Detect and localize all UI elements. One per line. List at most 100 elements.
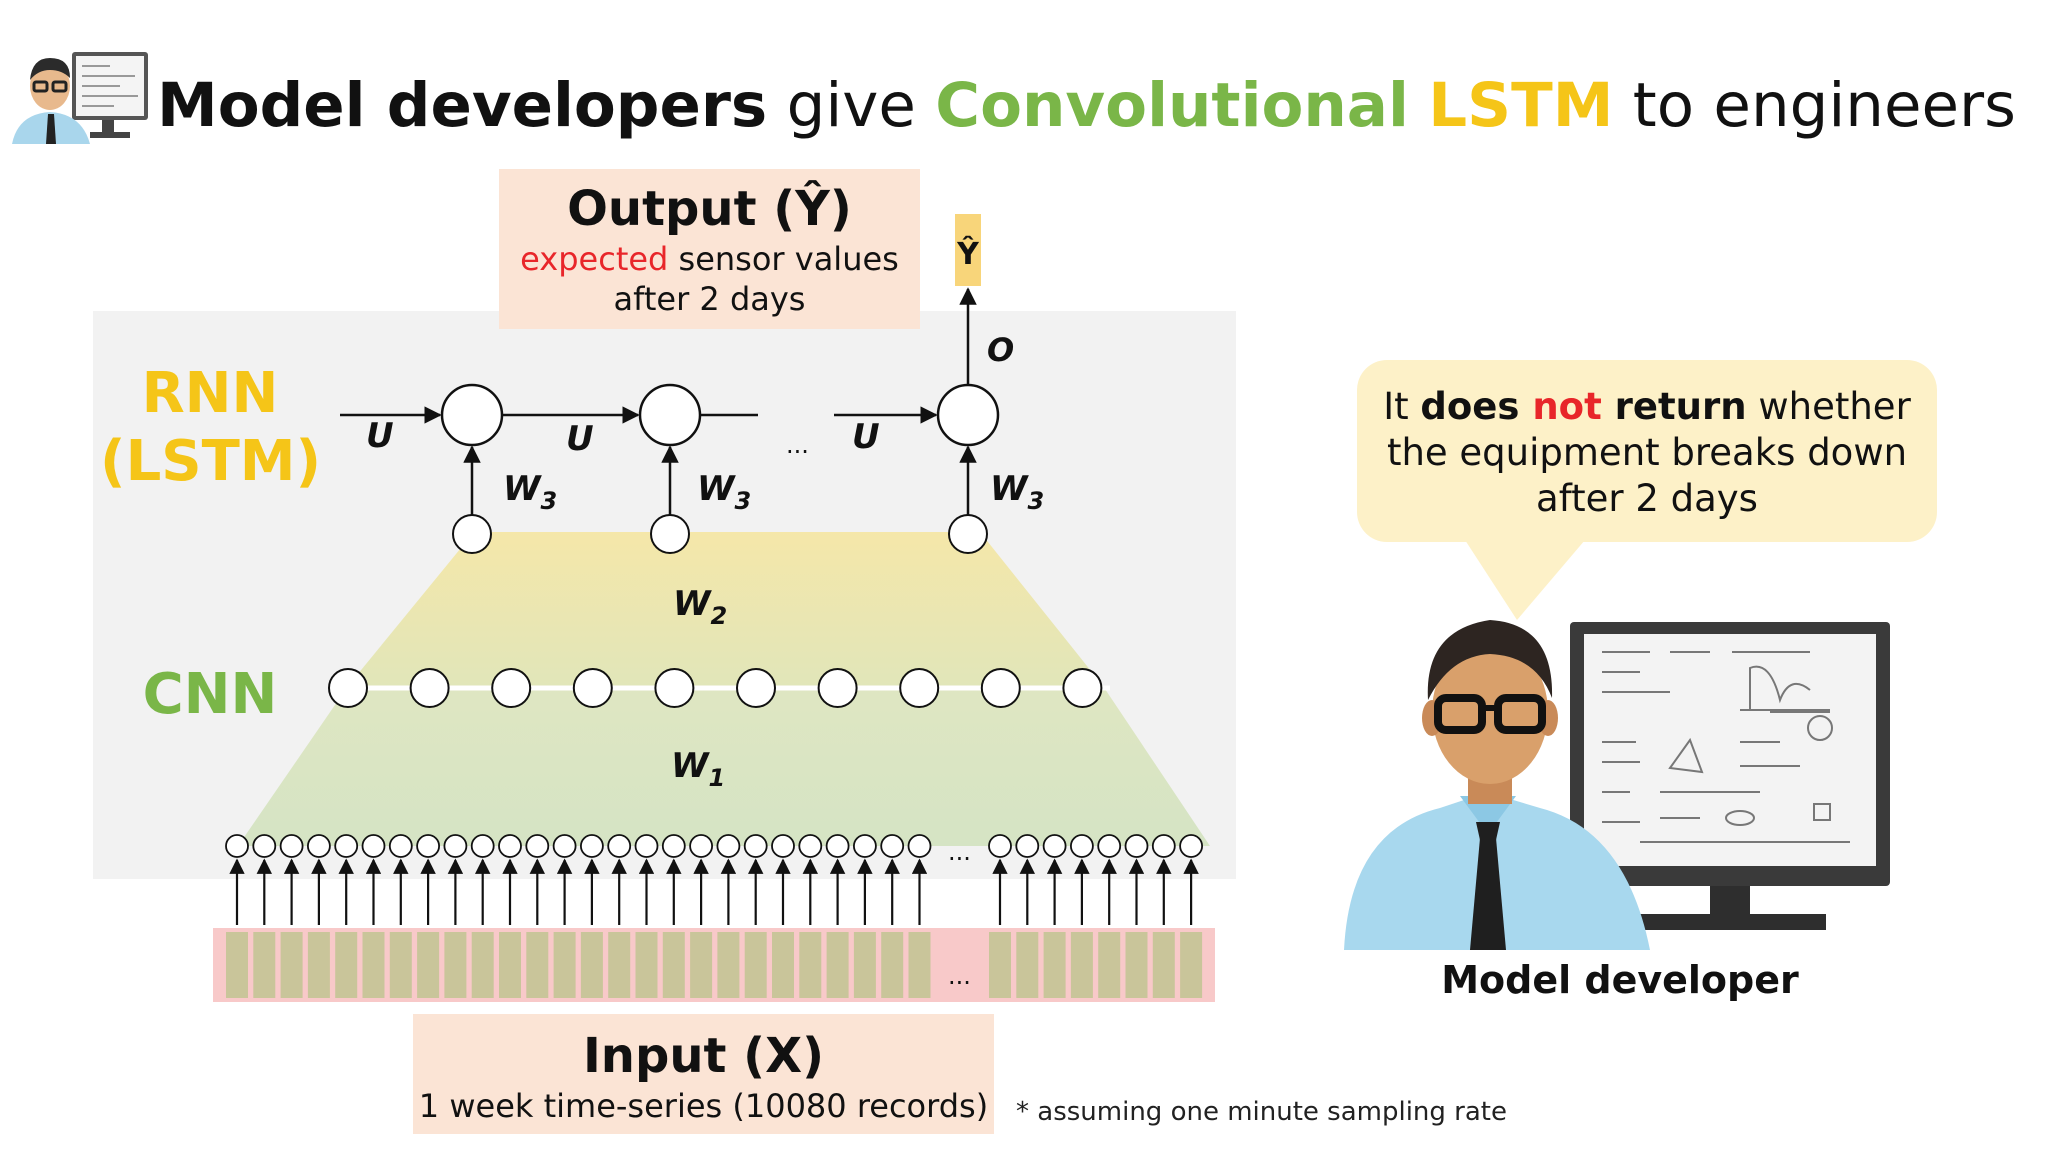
- input-node: [907, 834, 932, 858]
- input-sequence-cell: [226, 932, 248, 998]
- rnn-hidden-node: [936, 383, 1000, 447]
- title-part-give: give: [767, 70, 936, 141]
- rnn-input-node: [948, 514, 988, 554]
- input-node: [470, 834, 495, 858]
- input-node: [388, 834, 413, 858]
- input-sequence-cell: [499, 932, 521, 998]
- cnn-label: CNN: [142, 662, 278, 727]
- rnn-input-node: [452, 514, 492, 554]
- cnn-node: [980, 668, 1021, 708]
- w1-symbol: W1: [671, 746, 725, 792]
- rnn-label-line1: RNN: [141, 361, 279, 426]
- title-part-engineers: to engineers: [1613, 70, 2016, 141]
- developer-caption: Model developer: [1441, 958, 1799, 1002]
- input-sequence-cell: [989, 932, 1011, 998]
- w3-symbol: W3: [990, 469, 1044, 515]
- input-node: [771, 834, 795, 858]
- w3-symbol: W3: [697, 469, 751, 515]
- o-symbol: O: [987, 331, 1014, 369]
- input-node: [416, 834, 441, 858]
- cnn-node: [491, 668, 532, 708]
- cnn-nodes: [328, 668, 1103, 708]
- input-sequence-cell: [853, 932, 876, 998]
- cnn-node: [1062, 668, 1103, 708]
- cnn-node: [654, 668, 695, 708]
- input-node: [825, 834, 850, 858]
- input-box: Input (X) 1 week time-series (10080 reco…: [413, 1014, 994, 1134]
- strip-ellipsis: ...: [948, 962, 971, 990]
- input-sequence-cell: [417, 932, 440, 998]
- input-arrows: [229, 858, 1199, 925]
- cnn-node: [899, 668, 940, 708]
- input-sequence-cell: [799, 932, 822, 998]
- input-node: [552, 834, 577, 858]
- input-sequence-cell: [717, 932, 740, 998]
- bubble-return: return: [1601, 385, 1747, 428]
- input-node: [498, 834, 522, 858]
- bubble-not: not: [1532, 385, 1602, 428]
- input-sequence-cell: [253, 932, 276, 998]
- bubble-line2: the equipment breaks down: [1386, 431, 1908, 474]
- input-node: [1070, 834, 1094, 858]
- title-part-lstm: LSTM: [1428, 70, 1614, 141]
- input-node: [1042, 834, 1067, 858]
- output-sensor-values: sensor values: [668, 240, 899, 278]
- developer-avatar-icon: [10, 48, 150, 144]
- input-nodes: [225, 834, 1203, 858]
- input-node: [1151, 834, 1176, 858]
- input-sequence-cell: [1016, 932, 1039, 998]
- bubble-whether: whether: [1746, 385, 1911, 428]
- input-node: [443, 834, 468, 858]
- cnn-node: [409, 668, 450, 708]
- input-node: [853, 834, 877, 858]
- input-node: [1097, 834, 1122, 858]
- bubble-does: does: [1420, 385, 1533, 428]
- output-subtitle: expected sensor values: [499, 239, 920, 279]
- input-node: [334, 834, 359, 858]
- input-sequence-cell: [1180, 932, 1203, 998]
- input-sequence-cell: [1070, 932, 1093, 998]
- input-sequence-cell: [389, 932, 412, 998]
- rnn-hidden-node: [440, 383, 504, 447]
- input-sequence-cell: [471, 932, 494, 998]
- input-sequence-cell: [1125, 932, 1148, 998]
- input-title: Input (X): [582, 1028, 825, 1084]
- input-node: [525, 834, 550, 858]
- input-node: [306, 834, 331, 858]
- speech-bubble: It does not return whether the equipment…: [1357, 360, 1937, 542]
- w3-symbol: W3: [503, 469, 557, 515]
- bubble-line1: It does not return whether: [1357, 384, 1937, 430]
- input-node: [580, 834, 604, 858]
- input-sequence-cell: [335, 932, 358, 998]
- input-node-ellipsis: ...: [948, 838, 971, 866]
- input-node: [252, 834, 277, 858]
- y-hat-box: [955, 214, 981, 286]
- rnn-ellipsis: ...: [786, 431, 809, 459]
- output-after-days: after 2 days: [613, 280, 806, 318]
- input-node: [689, 834, 713, 858]
- u-symbol: U: [566, 419, 594, 459]
- input-node: [798, 834, 823, 858]
- input-sequence-cell: [307, 932, 330, 998]
- input-sequence-cell: [280, 932, 303, 998]
- input-node: [225, 834, 249, 858]
- cnn-node: [736, 668, 776, 708]
- input-to-cnn-trapezoid: [238, 686, 1210, 846]
- footnote: * assuming one minute sampling rate: [1016, 1097, 1507, 1127]
- bubble-line3: after 2 days: [1536, 477, 1758, 520]
- input-node: [716, 834, 741, 858]
- input-node: [1179, 834, 1203, 858]
- input-sequence-cell: [690, 932, 713, 998]
- input-sequence-cell: [881, 932, 904, 998]
- cnn-to-rnn-trapezoid: [348, 532, 1103, 686]
- input-sequence-cell: [580, 932, 603, 998]
- output-box: Output (Ŷ) expected sensor values after …: [499, 169, 920, 329]
- rnn-input-node: [650, 514, 690, 554]
- cnn-node: [572, 668, 613, 708]
- input-subtitle: 1 week time-series (10080 records): [418, 1087, 989, 1125]
- output-title: Output (Ŷ): [567, 181, 852, 237]
- input-node: [361, 834, 386, 858]
- model-developer-illustration: [1344, 620, 1890, 950]
- input-node: [607, 834, 632, 858]
- cnn-node: [817, 668, 858, 708]
